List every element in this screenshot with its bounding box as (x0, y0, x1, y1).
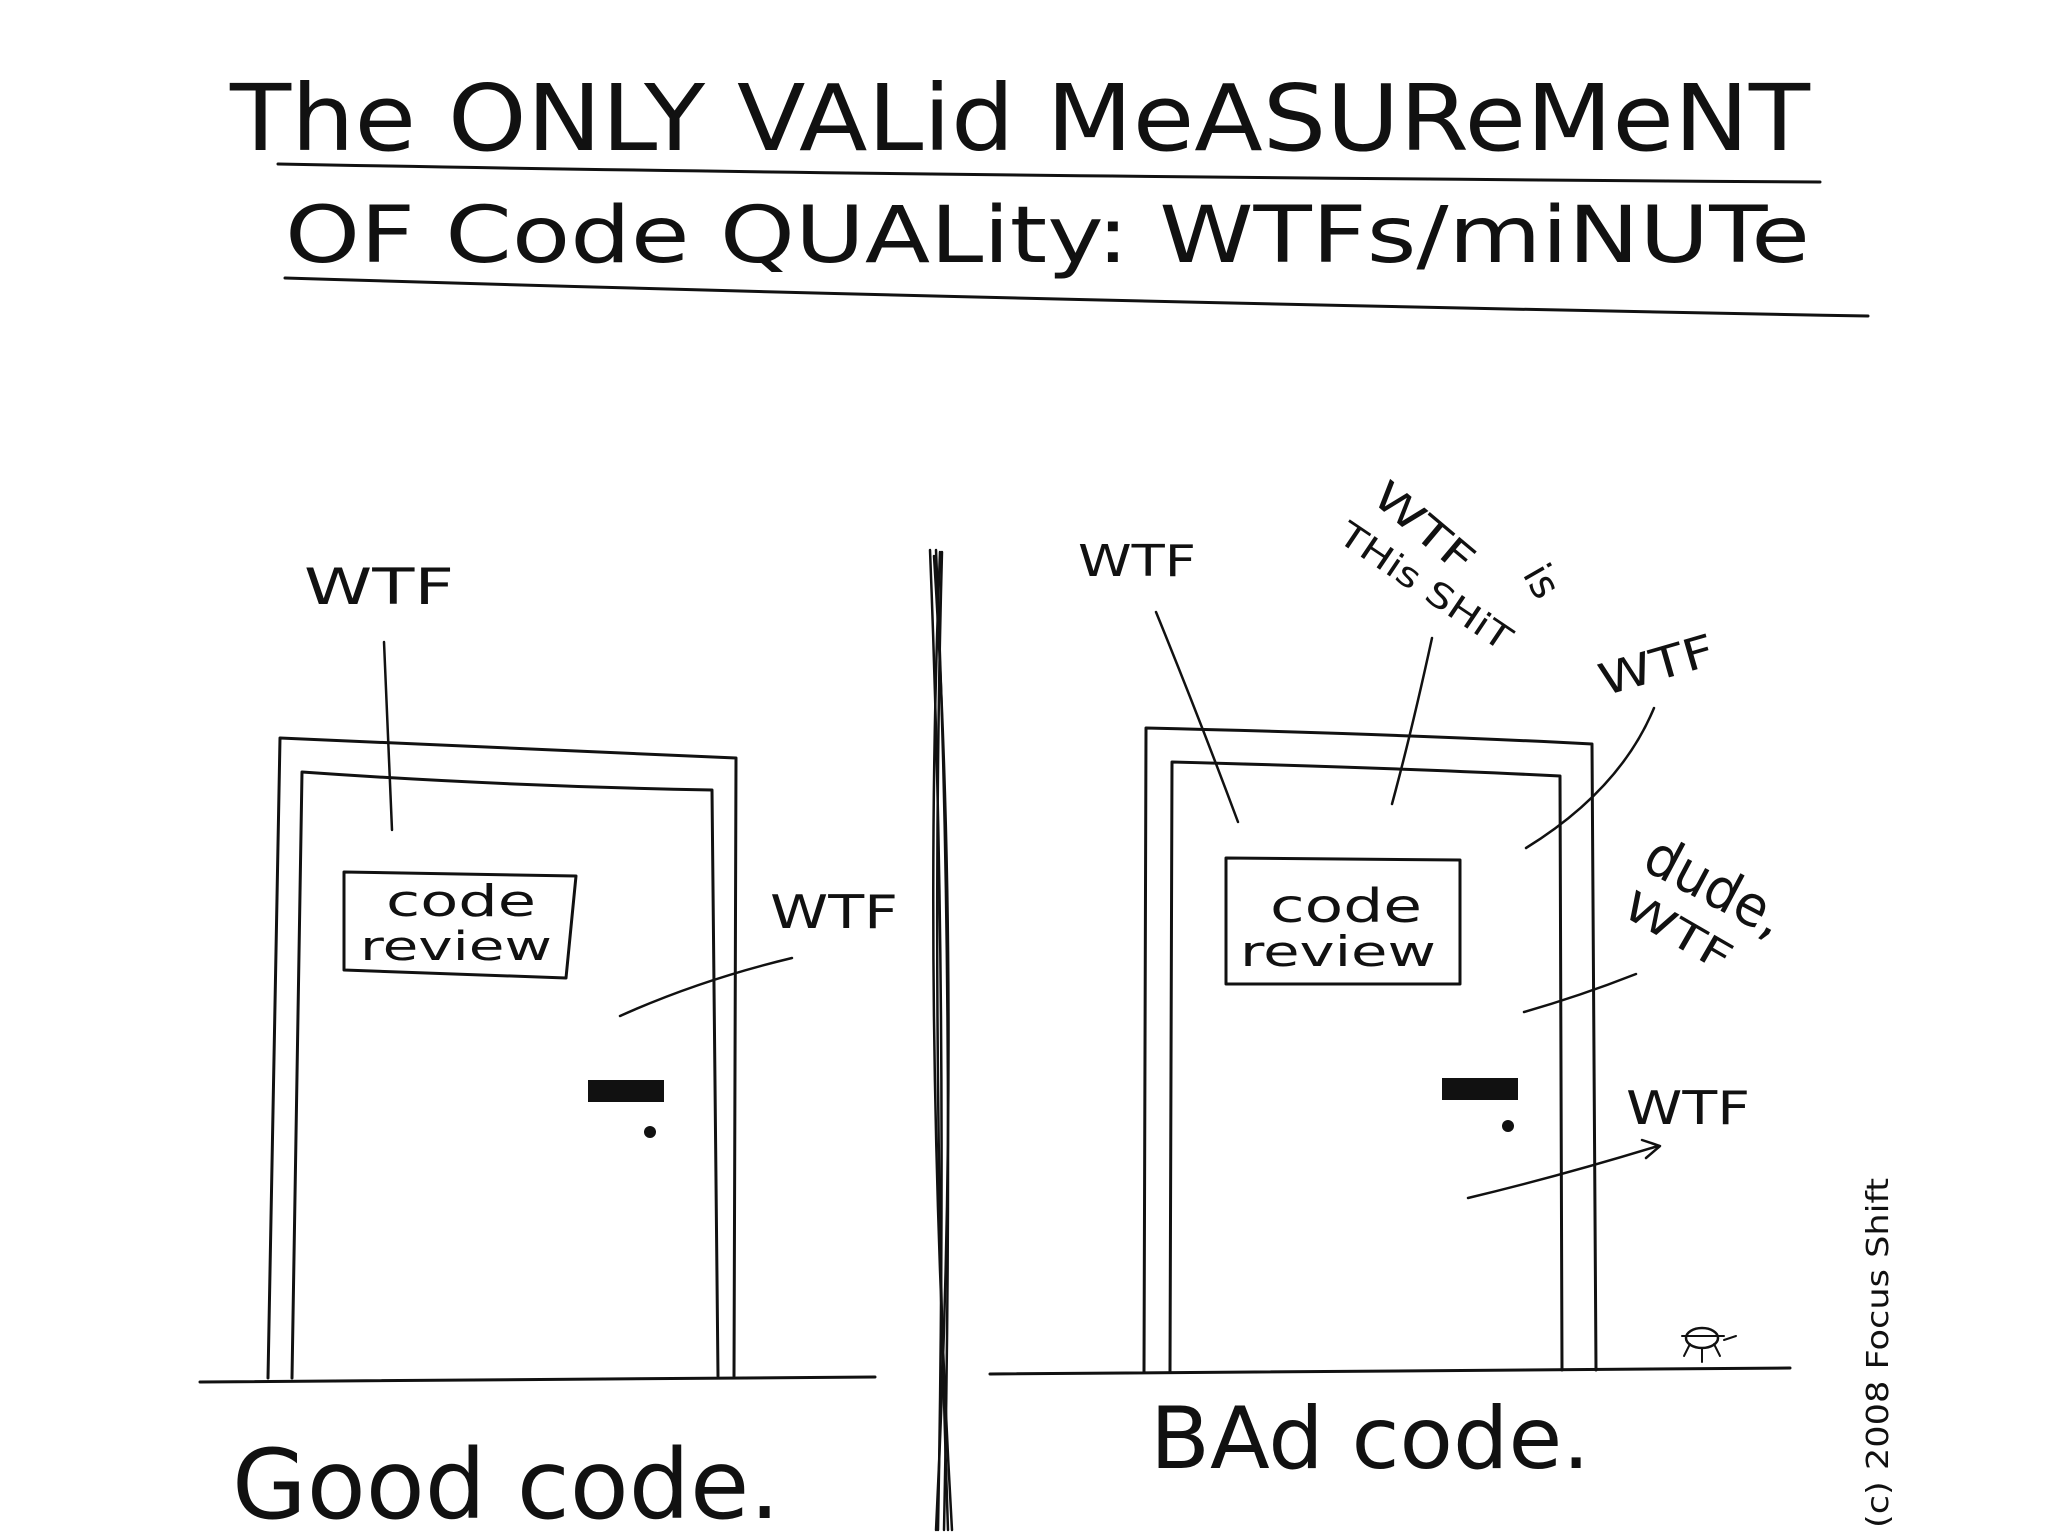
left-floor-line (198, 1375, 877, 1384)
right-caption: BAd code. (1150, 1389, 1590, 1489)
left-sign-line-2: review (360, 924, 552, 970)
right-wtf-left-pointer (1154, 610, 1240, 824)
panel-divider (928, 548, 954, 1532)
right-sign-line-2: review (1240, 927, 1436, 976)
left-panel: code review WTF WTF Good code. (198, 558, 898, 1536)
right-floor-line (988, 1366, 1792, 1376)
bug-icon (1681, 1326, 1737, 1363)
right-wtf-upper-right-pointer (1524, 706, 1656, 850)
left-wtf-top-pointer (382, 640, 394, 832)
title-underline-1 (276, 162, 1822, 184)
arrow-head-icon (1640, 1138, 1662, 1160)
right-door-frame (1142, 726, 1598, 1374)
right-door-sign: code review (1224, 856, 1462, 986)
right-dude-wtf-pointer (1522, 972, 1638, 1014)
left-wtf-right-pointer (618, 956, 794, 1018)
copyright-notice: (c) 2008 Focus Shift (1861, 1178, 1896, 1528)
title-underline-2 (283, 276, 1870, 318)
left-door-handle (588, 1080, 664, 1102)
right-wtf-low: WTF (1626, 1081, 1750, 1135)
left-caption: Good code. (232, 1429, 780, 1536)
left-wtf-right: WTF (770, 885, 898, 939)
title-line-1: The ONLY VALid MeASUReMeNT (229, 65, 1811, 172)
right-door-handle (1442, 1078, 1518, 1100)
left-door-sign: code review (342, 870, 578, 980)
right-sign-line-1: code (1270, 879, 1422, 933)
right-wtf-left: WTF (1078, 536, 1196, 587)
title-block: The ONLY VALid MeASUReMeNT OF Code QUALi… (229, 65, 1870, 318)
title-line-2: OF Code QUALity: WTFs/miNUTe (285, 191, 1810, 281)
right-keyhole (1502, 1120, 1514, 1132)
right-wtf-low-pointer (1466, 1144, 1660, 1200)
left-door (290, 770, 720, 1380)
left-sign-line-1: code (386, 876, 536, 927)
left-keyhole (644, 1126, 656, 1138)
left-wtf-top: WTF (304, 558, 454, 616)
left-door-frame (266, 736, 738, 1380)
right-wtf-is-pointer (1390, 636, 1434, 806)
